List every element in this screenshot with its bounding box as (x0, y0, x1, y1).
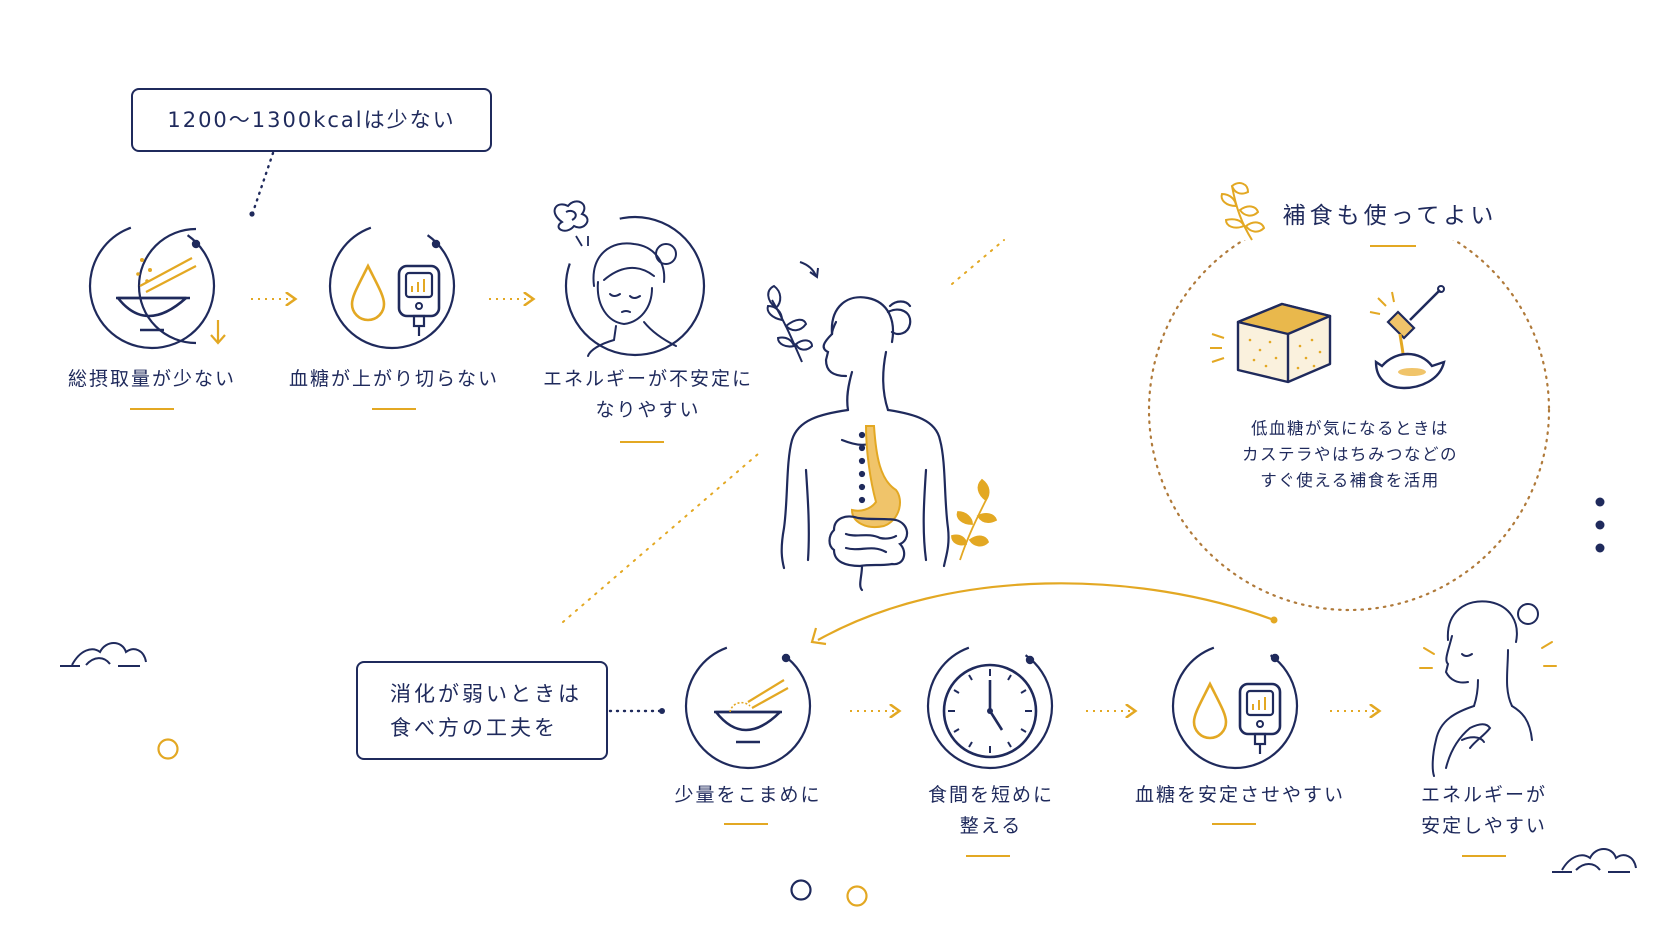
callout-line: 消化が弱いときは (390, 682, 582, 706)
cloud-icon (1552, 848, 1637, 873)
desc-line: すぐ使える補食を活用 (1260, 471, 1440, 490)
ring-dot (1025, 655, 1035, 665)
low-calorie-callout: 1200〜1300kcalは少ない (131, 88, 492, 152)
leaf-branch-icon (1220, 182, 1266, 241)
guide-dotted-line (562, 453, 759, 623)
label-text: 総摂取量が少ない (67, 368, 236, 390)
ring-dot (781, 653, 791, 663)
step-ring (88, 222, 216, 350)
callout-connector-top (250, 151, 275, 217)
leaf-branch-icon (766, 284, 814, 363)
label-text: 血糖を安定させやすい (1134, 784, 1345, 806)
step-ring (926, 642, 1054, 770)
step-small-frequent-label: 少量をこまめに (660, 780, 836, 811)
label-line: 整える (959, 815, 1023, 837)
step-ring (1171, 642, 1299, 770)
honey-dipper-icon (1369, 285, 1446, 390)
castella-cake-icon (1210, 302, 1332, 384)
label-text: 少量をこまめに (674, 784, 822, 806)
supplement-description: 低血糖が気になるときは カステラやはちみつなどの すぐ使える補食を活用 (1190, 416, 1510, 494)
return-arrow (817, 582, 1275, 641)
decor-dot (1595, 497, 1605, 507)
label-underlines (130, 408, 1506, 857)
blood-drop-icon (350, 263, 386, 322)
arrow-origin-dot (1270, 616, 1278, 624)
label-line: なりやすい (595, 399, 701, 421)
bowl-chopsticks-icon (116, 227, 226, 345)
calm-woman-icon (1419, 600, 1557, 777)
label-line: 安定しやすい (1421, 815, 1547, 837)
return-arrow-head (810, 627, 827, 646)
connector-dot (249, 211, 255, 217)
clock-icon (942, 663, 1038, 759)
desc-line: 低血糖が気になるときは (1251, 419, 1449, 438)
callout-text: 1200〜1300kcalは少ない (167, 108, 456, 132)
desc-line: カステラやはちみつなどの (1242, 445, 1458, 464)
step-total-intake-label: 総摂取量が少ない (52, 364, 252, 395)
label-line: 食間を短めに (927, 784, 1054, 806)
step-short-interval-label: 食間を短めに 整える (906, 780, 1076, 842)
glucose-meter-icon (397, 264, 441, 336)
step-energy-stable-label: エネルギーが 安定しやすい (1404, 780, 1564, 842)
circle-gap (1240, 180, 1458, 240)
decor-ring (790, 879, 812, 901)
stress-scribble-icon (553, 200, 589, 247)
label-line: エネルギーが (1420, 784, 1547, 806)
ring-dot (431, 239, 441, 249)
guide-dotted-line (951, 239, 1005, 285)
decor-dot (1595, 520, 1605, 530)
decor-dot (1595, 543, 1605, 553)
step-ring (328, 222, 456, 350)
torso-digestive-icon (780, 296, 950, 592)
tired-woman-icon (587, 242, 677, 357)
supplement-area-circle (1147, 208, 1551, 612)
callout-line: 食べ方の工夫を (390, 716, 558, 740)
supplement-title: 補食も使ってよい (1282, 203, 1498, 229)
digestion-callout: 消化が弱いときは 食べ方の工夫を (356, 661, 608, 760)
step-ring (684, 642, 812, 770)
blood-drop-icon (1192, 681, 1228, 740)
label-text: 血糖が上がり切らない (288, 368, 499, 390)
step-glucose-stable-label: 血糖を安定させやすい (1122, 780, 1358, 811)
cloud-icon (60, 642, 147, 667)
motion-arrow-head (809, 267, 819, 279)
motion-arrow (799, 261, 817, 277)
step-ring (564, 215, 706, 357)
leaf-branch-icon (951, 478, 998, 561)
step-energy-unstable-label: エネルギーが不安定に なりやすい (532, 364, 764, 426)
label-line: エネルギーが不安定に (542, 368, 753, 390)
connector-dot (659, 708, 665, 714)
step-glucose-low-label: 血糖が上がり切らない (276, 364, 512, 395)
ring-dot (1270, 653, 1280, 663)
decor-ring (846, 885, 868, 907)
glucose-meter-icon (1238, 682, 1282, 754)
bowl-chopsticks-icon (714, 679, 789, 744)
decor-ring (157, 738, 179, 760)
